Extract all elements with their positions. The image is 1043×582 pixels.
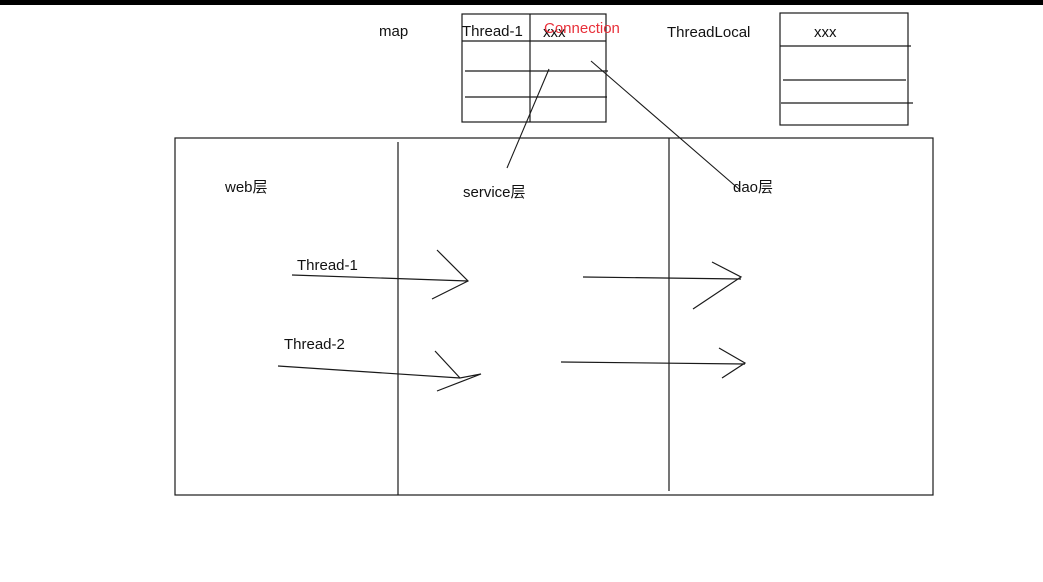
connection-annotation: Connection: [544, 20, 620, 37]
thread-2-web-arrow-head: [434, 350, 482, 392]
service-layer-label: service层: [463, 184, 526, 201]
threadlocal-table: [779, 12, 913, 126]
thread-1-web-arrow-shaft: [291, 274, 469, 282]
threadlocal-caption: ThreadLocal: [667, 24, 751, 41]
dao-to-map-connector: [590, 60, 741, 191]
thread-2-service-arrow-head: [718, 347, 747, 379]
thread-1-label: Thread-1: [297, 257, 358, 274]
dao-layer-label: dao层: [733, 179, 774, 196]
map-caption: map: [379, 23, 409, 40]
thread-1-web-arrow-head: [431, 249, 470, 300]
thread-1-service-arrow-head: [692, 261, 743, 310]
map-table-border: [461, 13, 607, 123]
thread-2-web-arrow-shaft: [277, 365, 461, 379]
map-table: [461, 13, 608, 123]
thread-2-label: Thread-2: [284, 336, 345, 353]
top-band: [0, 0, 1043, 5]
thread-2-service-arrow-shaft: [560, 361, 746, 365]
connectors: [506, 60, 741, 191]
layers-box: [174, 137, 934, 496]
map-value-header: xxx: [543, 24, 566, 41]
threadlocal-header: xxx: [814, 24, 837, 41]
thread-1-service-arrow-shaft: [582, 276, 742, 280]
thread-arrows: [277, 249, 747, 392]
map-key-header: Thread-1: [462, 23, 523, 40]
service-to-map-connector: [506, 68, 550, 169]
threadlocal-table-border: [779, 12, 909, 126]
web-layer-label: web层: [225, 179, 268, 196]
layers-box-border: [174, 137, 934, 496]
